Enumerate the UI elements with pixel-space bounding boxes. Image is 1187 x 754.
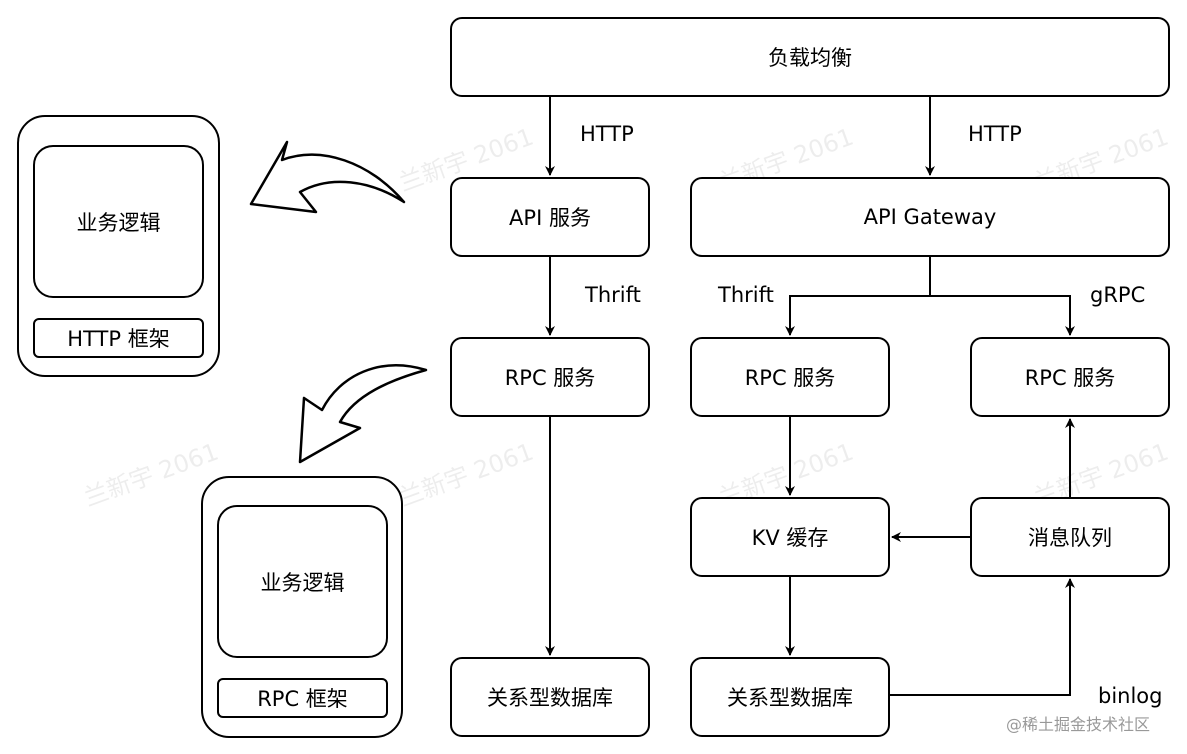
edge-gateway-to-rpc-right <box>930 295 1075 336</box>
http-business-logic: 业务逻辑 <box>33 145 204 298</box>
edge-gateway-to-rpc-mid <box>785 257 931 336</box>
load-balancer-node: 负载均衡 <box>450 17 1170 97</box>
curved-arrow-to-http-panel <box>249 140 406 214</box>
edge-label-thrift-mid: Thrift <box>718 283 774 307</box>
rpc-server-panel: 业务逻辑 RPC 框架 <box>201 476 403 738</box>
edge-label-thrift-left: Thrift <box>585 283 641 307</box>
site-credit: @稀土掘金技术社区 <box>1006 715 1151 734</box>
rpc-business-logic: 业务逻辑 <box>217 505 388 658</box>
edge-label-binlog: binlog <box>1098 684 1163 708</box>
http-framework: HTTP 框架 <box>33 318 204 358</box>
kv-cache-node: KV 缓存 <box>690 497 890 577</box>
http-server-panel: 业务逻辑 HTTP 框架 <box>17 115 220 377</box>
edge-label-http-right: HTTP <box>968 122 1022 146</box>
edge-label-grpc: gRPC <box>1090 283 1146 307</box>
curved-arrow-to-rpc-panel <box>298 364 428 464</box>
rpc-service-node-right: RPC 服务 <box>970 337 1170 417</box>
message-queue-node: 消息队列 <box>970 497 1170 577</box>
edge-db-binlog-to-mq <box>890 578 1075 696</box>
rpc-framework: RPC 框架 <box>217 678 388 718</box>
relational-db-node-mid: 关系型数据库 <box>690 657 890 737</box>
relational-db-node-left: 关系型数据库 <box>450 657 650 737</box>
api-service-node: API 服务 <box>450 177 650 257</box>
api-gateway-node: API Gateway <box>690 177 1170 257</box>
rpc-service-node-mid: RPC 服务 <box>690 337 890 417</box>
edge-label-http-left: HTTP <box>580 122 634 146</box>
rpc-service-node-left: RPC 服务 <box>450 337 650 417</box>
